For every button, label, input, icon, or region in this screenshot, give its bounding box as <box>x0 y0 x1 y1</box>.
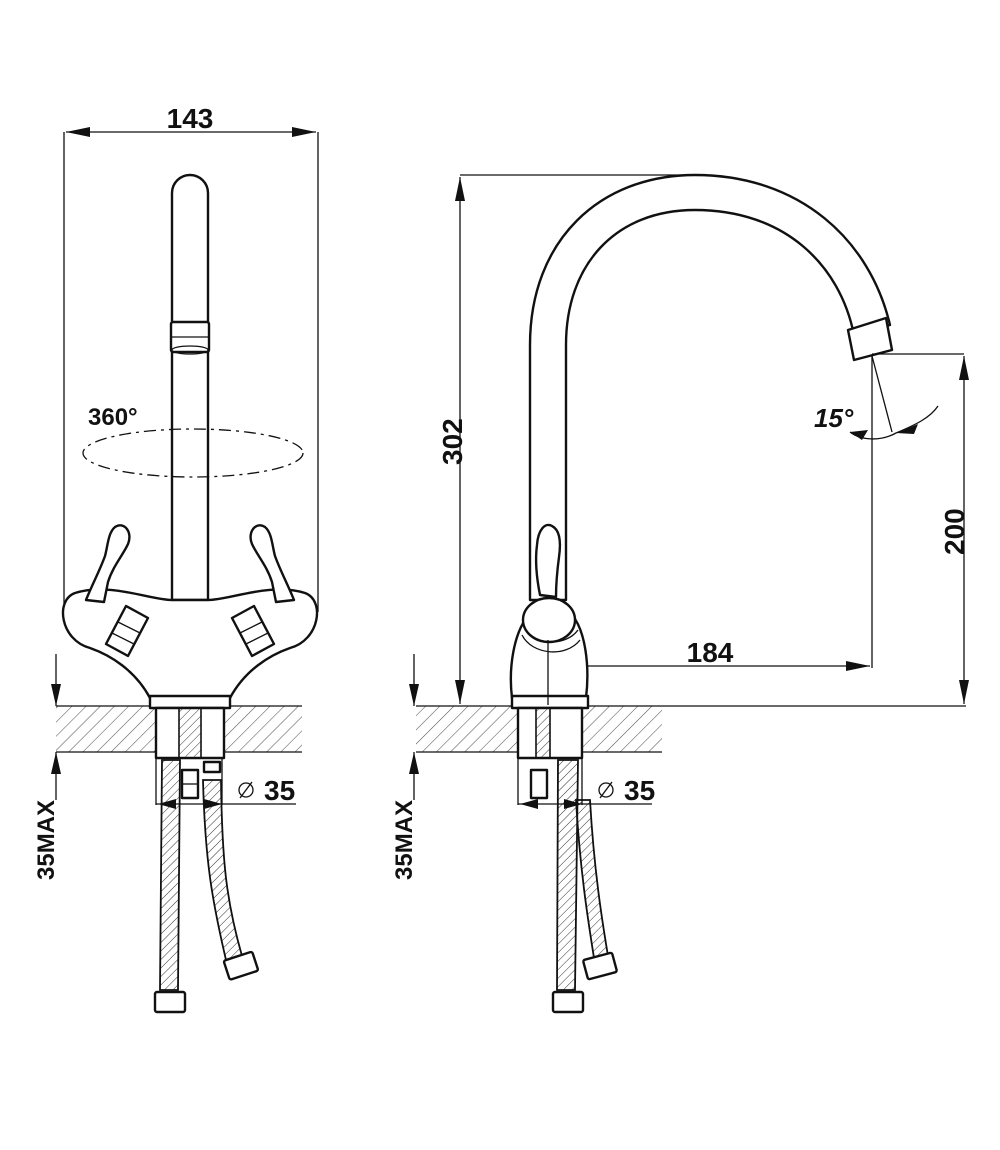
front-hoses <box>153 759 259 1014</box>
side-angle-indicator: 15° <box>814 355 939 440</box>
front-deck-dimension: 35MAX <box>33 654 61 880</box>
side-reach-label: 184 <box>687 637 734 668</box>
front-left-handle <box>84 524 150 658</box>
side-gooseneck-spout <box>528 173 894 602</box>
rotation-ellipse <box>82 428 304 478</box>
front-mounting <box>155 707 223 805</box>
front-view: 143 360° <box>33 103 319 1014</box>
side-reach-dimension: 184 <box>550 440 873 671</box>
side-diameter-dimension: 35 <box>518 775 655 809</box>
side-height-dimension: 302 <box>437 174 700 704</box>
side-spout-height-dimension: 200 <box>872 353 970 704</box>
side-deck-dimension: 35MAX <box>391 654 419 880</box>
side-mounting <box>517 707 583 805</box>
front-deck-label: 35MAX <box>33 800 60 880</box>
front-width-label: 143 <box>167 103 214 134</box>
side-deck-label: 35MAX <box>391 800 418 880</box>
side-diameter-label: 35 <box>624 775 655 806</box>
side-spout-height-label: 200 <box>939 508 970 555</box>
side-handle <box>534 523 562 599</box>
rotation-label: 360° <box>88 404 138 431</box>
front-diameter-label: 35 <box>264 775 295 806</box>
side-view: 302 15° 200 184 <box>391 173 970 1014</box>
side-height-label: 302 <box>437 418 468 465</box>
front-right-handle <box>230 524 296 658</box>
side-hoses <box>551 759 618 1014</box>
front-diameter-dimension: 35 <box>156 775 296 809</box>
front-spout <box>169 173 211 602</box>
side-angle-label: 15° <box>814 403 854 433</box>
front-width-dimension: 143 <box>63 103 319 612</box>
